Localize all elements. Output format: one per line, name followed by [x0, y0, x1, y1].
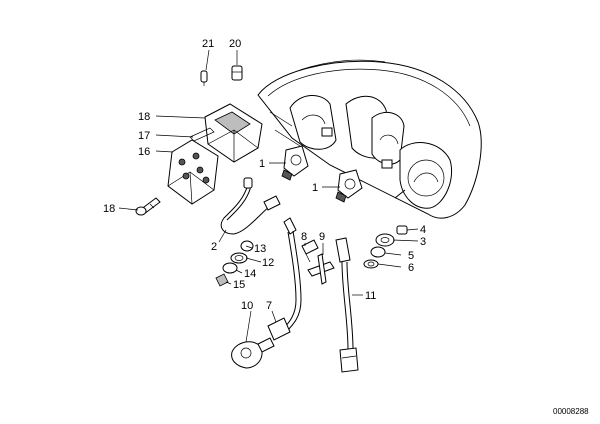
label-18-top: 18	[138, 111, 150, 123]
label-1-left: 1	[259, 158, 265, 170]
bulb-small	[200, 70, 208, 86]
label-13: 13	[254, 243, 266, 255]
bulb-holder-left	[281, 145, 309, 181]
label-1-right: 1	[312, 182, 318, 194]
callout-labels: 21 20 18 17 16 18 1 1 2 13 12 14 15 4 3 …	[103, 38, 589, 416]
clamp	[301, 239, 319, 263]
label-9: 9	[319, 231, 325, 243]
label-15: 15	[233, 279, 245, 291]
control-unit-top	[204, 103, 263, 163]
label-8: 8	[301, 231, 307, 243]
leader-lines	[118, 49, 419, 343]
label-16: 16	[138, 146, 150, 158]
control-unit-box	[167, 139, 219, 205]
screw	[135, 197, 161, 216]
sensor-cable	[220, 177, 281, 235]
label-3: 3	[420, 236, 426, 248]
gasket	[189, 127, 215, 142]
washer-stack-left	[215, 240, 254, 287]
label-12: 12	[262, 257, 274, 269]
label-17: 17	[138, 130, 150, 142]
label-21: 21	[202, 38, 214, 50]
label-14: 14	[244, 268, 256, 280]
label-6: 6	[408, 262, 414, 274]
speedometer-cable	[231, 217, 302, 369]
bulb-socket	[231, 65, 243, 81]
instrument-cluster-housing	[257, 59, 482, 219]
label-2: 2	[211, 241, 217, 253]
label-20: 20	[229, 38, 241, 50]
washer-stack-right	[363, 225, 408, 269]
tachometer-cable	[335, 237, 359, 373]
bulb-holder-right	[335, 169, 363, 203]
label-10: 10	[241, 300, 253, 312]
label-5: 5	[408, 250, 414, 262]
label-18-left: 18	[103, 203, 115, 215]
document-id: 00008288	[553, 407, 589, 416]
label-4: 4	[420, 224, 426, 236]
label-11: 11	[365, 290, 376, 302]
label-7: 7	[266, 300, 272, 312]
bolt	[307, 253, 335, 285]
